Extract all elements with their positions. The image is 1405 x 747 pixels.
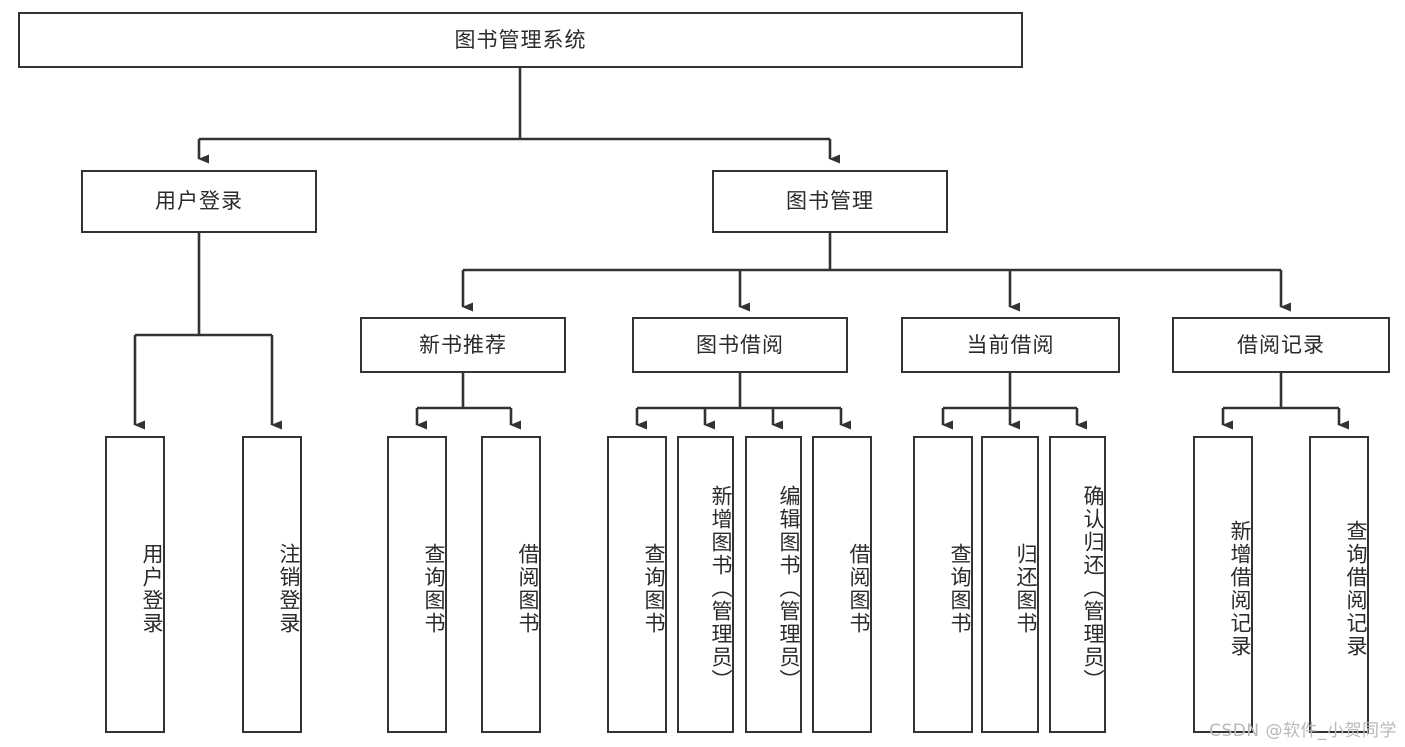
- leaf-logout[interactable]: 注销登录: [242, 436, 302, 733]
- node-label: 新书推荐: [419, 332, 507, 357]
- node-label: 查询图书: [642, 542, 666, 635]
- node-label: 借阅记录: [1237, 332, 1325, 357]
- node-label: 图书管理: [786, 189, 874, 214]
- node-label: 确认归还（管理员）: [1081, 485, 1105, 692]
- node-label: 查询图书: [422, 542, 446, 635]
- csdn-watermark: CSDN @软件_小贺同学: [1209, 721, 1397, 741]
- leaf-query-book-current[interactable]: 查询图书: [913, 436, 973, 733]
- node-label: 新增图书（管理员）: [709, 485, 733, 692]
- leaf-query-borrow-record[interactable]: 查询借阅记录: [1309, 436, 1369, 733]
- node-label: 查询借阅记录: [1344, 519, 1368, 658]
- leaf-borrow-book-recommend[interactable]: 借阅图书: [481, 436, 541, 733]
- node-user-login[interactable]: 用户登录: [81, 170, 317, 233]
- node-label: 编辑图书（管理员）: [777, 485, 801, 692]
- node-label: 查询图书: [948, 542, 972, 635]
- leaf-borrow-book[interactable]: 借阅图书: [812, 436, 872, 733]
- node-new-book-recommend[interactable]: 新书推荐: [360, 317, 566, 373]
- leaf-query-book-borrow[interactable]: 查询图书: [607, 436, 667, 733]
- node-book-borrow[interactable]: 图书借阅: [632, 317, 848, 373]
- node-label: 用户登录: [140, 542, 164, 635]
- node-label: 借阅图书: [847, 542, 871, 635]
- leaf-add-book-admin[interactable]: 新增图书（管理员）: [677, 436, 734, 733]
- node-borrow-record[interactable]: 借阅记录: [1172, 317, 1390, 373]
- node-label: 当前借阅: [966, 332, 1055, 357]
- leaf-confirm-return-admin[interactable]: 确认归还（管理员）: [1049, 436, 1106, 733]
- node-book-management[interactable]: 图书管理: [712, 170, 948, 233]
- node-current-borrow[interactable]: 当前借阅: [901, 317, 1120, 373]
- leaf-add-borrow-record[interactable]: 新增借阅记录: [1193, 436, 1253, 733]
- leaf-return-book[interactable]: 归还图书: [981, 436, 1039, 733]
- node-label: 归还图书: [1014, 542, 1038, 635]
- node-label: 借阅图书: [516, 542, 540, 635]
- node-label: 注销登录: [277, 542, 301, 635]
- node-label: 新增借阅记录: [1228, 519, 1252, 658]
- node-root[interactable]: 图书管理系统: [18, 12, 1023, 68]
- node-label: 图书管理系统: [454, 27, 587, 52]
- leaf-edit-book-admin[interactable]: 编辑图书（管理员）: [745, 436, 802, 733]
- leaf-query-book-recommend[interactable]: 查询图书: [387, 436, 447, 733]
- node-label: 图书借阅: [696, 332, 784, 357]
- leaf-user-login[interactable]: 用户登录: [105, 436, 165, 733]
- node-label: 用户登录: [155, 189, 243, 214]
